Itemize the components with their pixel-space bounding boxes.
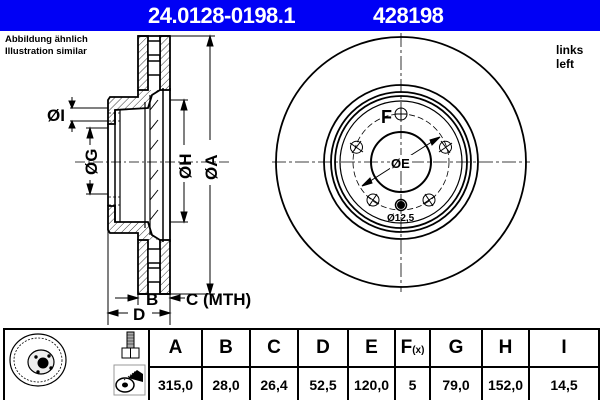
spec-header-g: G bbox=[429, 327, 483, 369]
spec-header-f: F(x) bbox=[394, 327, 431, 369]
title-bar: 24.0128-0198.1 428198 bbox=[0, 0, 600, 31]
spec-value-e: 120,0 bbox=[347, 366, 396, 400]
side-view-dimensions bbox=[68, 34, 215, 325]
side-view-section bbox=[75, 35, 230, 295]
note-english: Illustration similar bbox=[5, 46, 87, 57]
spec-value-h: 152,0 bbox=[481, 366, 530, 400]
spec-header-c: C bbox=[249, 327, 299, 369]
product-icons-cell bbox=[3, 328, 150, 400]
label-background bbox=[390, 155, 412, 169]
part-number: 24.0128-0198.1 bbox=[148, 3, 296, 28]
spec-value-row: 315,0 28,0 26,4 52,5 120,0 5 79,0 152,0 … bbox=[4, 366, 600, 400]
spec-header-f-label: F bbox=[400, 337, 413, 359]
technical-drawing: ØI ØG ØH ØA B C (MTH) D bbox=[47, 33, 530, 325]
label-bolt-circle-e: ØE bbox=[391, 156, 410, 171]
label-width-b: B bbox=[146, 290, 158, 309]
label-depth-d: D bbox=[133, 305, 145, 324]
label-hole-diameter: Ø12,5 bbox=[387, 213, 415, 224]
front-view bbox=[272, 33, 530, 292]
side-german: links bbox=[556, 43, 584, 57]
spray-icon bbox=[113, 364, 146, 396]
spec-value-c: 26,4 bbox=[249, 366, 299, 400]
label-diameter-i: ØI bbox=[47, 106, 65, 125]
spec-header-f-suffix: (x) bbox=[412, 345, 425, 357]
spec-value-g: 79,0 bbox=[429, 366, 483, 400]
label-bolt-count-f: F bbox=[381, 107, 392, 127]
label-diameter-h: ØH bbox=[176, 154, 195, 180]
spec-value-b: 28,0 bbox=[201, 366, 251, 400]
spec-value-a: 315,0 bbox=[148, 366, 203, 400]
spec-header-b: B bbox=[201, 327, 251, 369]
spec-value-f: 5 bbox=[394, 366, 431, 400]
side-english: left bbox=[556, 57, 574, 71]
side-view-labels: ØI ØG ØH ØA B C (MTH) D bbox=[47, 106, 251, 324]
illustration-note: Abbildung ähnlich Illustration similar bbox=[5, 34, 88, 58]
note-german: Abbildung ähnlich bbox=[5, 34, 88, 45]
spec-header-a: A bbox=[148, 327, 203, 369]
label-thickness-c: C (MTH) bbox=[186, 290, 251, 309]
front-view-labels: F ØE Ø12,5 bbox=[381, 107, 415, 224]
reference-number: 428198 bbox=[373, 3, 444, 28]
spec-header-d: D bbox=[297, 327, 349, 369]
spec-header-i: I bbox=[528, 327, 600, 369]
side-label: links left bbox=[556, 43, 583, 71]
spec-value-d: 52,5 bbox=[297, 366, 349, 400]
spec-header-row: A B C D E F(x) G H I bbox=[3, 327, 600, 400]
bolt-icon bbox=[121, 331, 140, 359]
brake-disc-icon bbox=[9, 333, 67, 387]
label-diameter-a: ØA bbox=[202, 155, 221, 181]
spec-value-i: 14,5 bbox=[528, 366, 600, 400]
spec-header-e: E bbox=[347, 327, 396, 369]
label-diameter-g: ØG bbox=[82, 149, 101, 175]
spec-header-h: H bbox=[481, 327, 530, 369]
spec-table: A B C D E F(x) G H I 315,0 28,0 26,4 52,… bbox=[3, 327, 600, 400]
